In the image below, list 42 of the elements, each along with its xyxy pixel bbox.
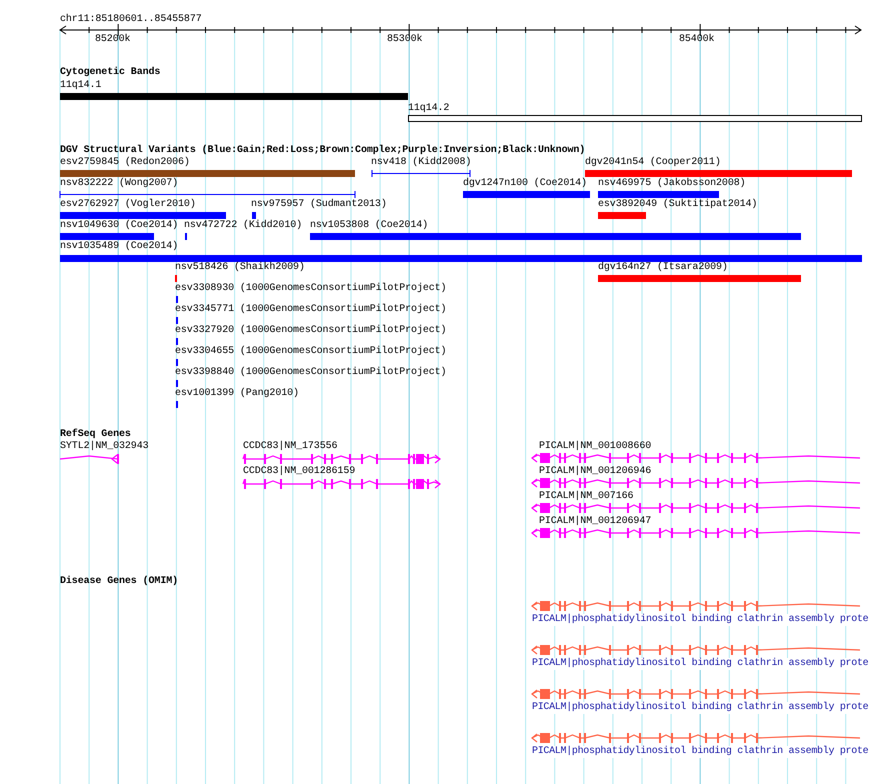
feature-label: dgv1247n100 (Coe2014) [463, 178, 587, 190]
feature-label: esv2762927 (Vogler2010) [60, 199, 196, 211]
feature-label: esv2759845 (Redon2006) [60, 157, 190, 169]
feature-label: PICALM|phosphatidylinositol binding clathrin assembly prote [532, 746, 868, 758]
feature-label: PICALM|phosphatidylinositol binding clathrin assembly prote [532, 702, 868, 714]
feature-label: nsv469975 (Jakobsson2008) [598, 178, 746, 190]
feature-label: esv3345771 (1000GenomesConsortiumPilotProject) [175, 304, 446, 316]
track-title: DGV Structural Variants (Blue:Gain;Red:Loss;Brown:Complex;Purple:Inversion;Black:Unknown) [60, 145, 586, 156]
feature-label: SYTL2|NM_032943 [60, 441, 149, 453]
feature-label: nsv975957 (Sudmant2013) [251, 199, 387, 211]
feature-label: esv3327920 (1000GenomesConsortiumPilotProject) [175, 325, 446, 337]
feature-label: esv3304655 (1000GenomesConsortiumPilotProject) [175, 346, 446, 358]
feature-label: 11q14.2 [408, 103, 450, 115]
feature-label: esv1001399 (Pang2010) [175, 388, 299, 400]
feature-label: nsv418 (Kidd2008) [371, 157, 472, 169]
tick-label: 85200k [95, 34, 130, 46]
feature-label: nsv832222 (Wong2007) [60, 178, 178, 190]
feature-label: nsv472722 (Kidd2010) [184, 220, 302, 232]
coordinate-label: chr11:85180601..85455877 [60, 14, 202, 26]
feature-label: esv3892049 (Suktitipat2014) [598, 199, 758, 211]
feature-label: esv3398840 (1000GenomesConsortiumPilotProject) [175, 367, 446, 379]
feature-label: esv3308930 (1000GenomesConsortiumPilotProject) [175, 283, 446, 295]
feature-label: PICALM|NM_001206947 [539, 516, 652, 528]
feature-label: CCDC83|NM_173556 [243, 441, 338, 453]
feature-label: PICALM|NM_007166 [539, 491, 634, 503]
feature-label: nsv1035489 (Coe2014) [60, 241, 178, 253]
feature-label: 11q14.1 [60, 80, 102, 92]
tick-label: 85400k [679, 34, 714, 46]
feature-label: PICALM|phosphatidylinositol binding clathrin assembly prote [532, 614, 868, 626]
feature-label: dgv164n27 (Itsara2009) [598, 262, 728, 274]
feature-label: PICALM|phosphatidylinositol binding clathrin assembly prote [532, 658, 868, 670]
feature-label: CCDC83|NM_001286159 [243, 466, 356, 478]
track-title: RefSeq Genes [60, 429, 131, 440]
track-title: Disease Genes (OMIM) [60, 576, 178, 588]
feature-label: PICALM|NM_001206946 [539, 466, 652, 478]
feature-label: nsv518426 (Shaikh2009) [175, 262, 305, 274]
feature-label: nsv1053808 (Coe2014) [310, 220, 428, 232]
feature-label: PICALM|NM_001008660 [539, 441, 652, 453]
feature-label: dgv2041n54 (Cooper2011) [585, 157, 721, 169]
tick-label: 85300k [387, 34, 422, 46]
feature-label: nsv1049630 (Coe2014) [60, 220, 178, 232]
track-title: Cytogenetic Bands [60, 67, 160, 79]
